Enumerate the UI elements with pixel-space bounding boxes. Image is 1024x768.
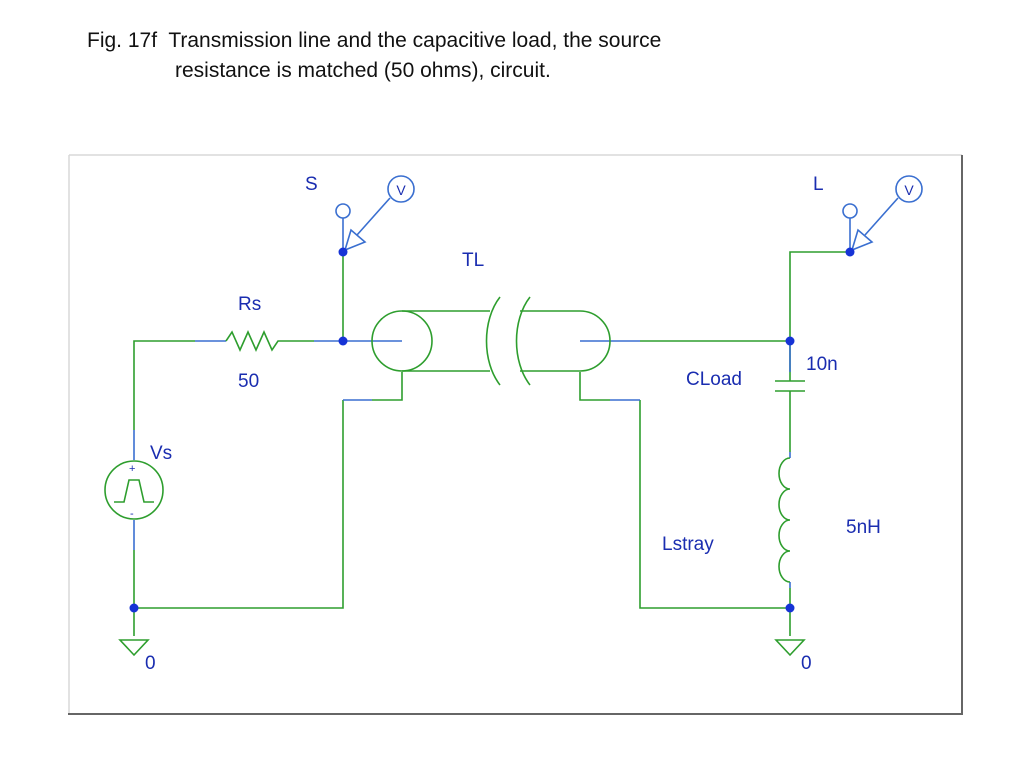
lstray-value-label: 5nH [846, 517, 881, 538]
schematic-frame [68, 154, 963, 715]
voltage-source-vs[interactable] [104, 460, 164, 520]
resistor-rs[interactable] [225, 330, 284, 352]
node-dots [129, 247, 855, 613]
capacitor-cload[interactable] [775, 372, 805, 392]
probe-s[interactable] [335, 175, 415, 252]
ground-right-icon [774, 639, 806, 657]
probe-s-v-label: V [396, 182, 406, 198]
transmission-line-tl[interactable] [371, 296, 611, 386]
figure-caption: Fig. 17f Transmission line and the capac… [87, 26, 661, 86]
vs-name-label: Vs [150, 443, 172, 464]
lstray-name-label: Lstray [662, 534, 714, 555]
tl-label: TL [462, 250, 484, 271]
probe-l-label: L [813, 174, 824, 195]
cload-value-label: 10n [806, 354, 838, 375]
ground-left-label: 0 [145, 653, 156, 674]
inductor-lstray[interactable] [778, 457, 791, 583]
cload-name-label: CLoad [686, 369, 742, 390]
caption-line-1: Fig. 17f Transmission line and the capac… [87, 29, 662, 52]
caption-line-2: resistance is matched (50 ohms), circuit… [175, 59, 551, 82]
rs-value-label: 50 [238, 371, 259, 392]
probe-l-v-label: V [904, 182, 914, 198]
ground-left-icon [118, 639, 150, 657]
probe-s-label: S [305, 174, 318, 195]
probe-l[interactable] [842, 175, 923, 252]
wires [133, 251, 850, 636]
vs-plus-label: + [129, 463, 135, 475]
ground-right-label: 0 [801, 653, 812, 674]
rs-name-label: Rs [238, 294, 261, 315]
vs-minus-label: - [130, 508, 134, 520]
